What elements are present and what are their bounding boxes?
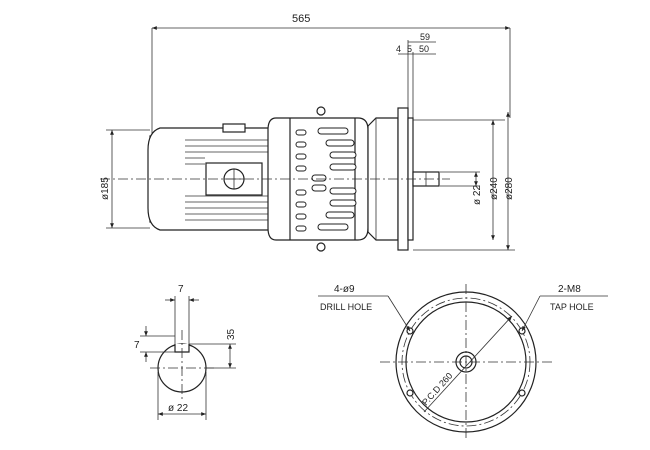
- key-depth-label: 7: [134, 340, 140, 351]
- shaft-dia-end-label: ø 22: [168, 403, 188, 414]
- tap-hole-2: [518, 389, 526, 397]
- motor-dia-label: ø185: [100, 177, 111, 200]
- flange-depth-label: 50: [419, 44, 429, 54]
- gearbox-vents-right: [311, 127, 357, 231]
- drill-hole-label: DRILL HOLE: [320, 302, 372, 312]
- gearbox-vents-left: [295, 129, 307, 232]
- pilot-dia-label: ø240: [489, 177, 500, 200]
- terminal-box-top: [222, 123, 246, 133]
- tap-hole-qty: 2-M8: [558, 284, 581, 295]
- tap-hole-label: TAP HOLE: [550, 302, 594, 312]
- center-shaft-inner: [459, 355, 473, 369]
- flange-total-label: 59: [420, 32, 430, 42]
- lifting-eye-bottom: [316, 242, 326, 252]
- pcd-leader: [423, 315, 513, 413]
- flange-gap-label: 4: [396, 44, 401, 54]
- pcd-label: P.C.D 260: [420, 371, 454, 408]
- flange-mid-label: 5: [407, 44, 412, 54]
- lifting-eye-top: [316, 106, 326, 116]
- shaft-end-view: 7 35 7 ø 22: [134, 284, 237, 420]
- flange-face-view: 4-ø9 DRILL HOLE 2-M8 TAP HOLE P.C.D 260: [318, 284, 608, 440]
- overall-length-label: 565: [292, 13, 310, 25]
- key-width-label: 7: [178, 284, 184, 295]
- shaft-dia-side-label: ø 22: [472, 185, 483, 205]
- flange-dia-label: ø280: [504, 177, 515, 200]
- motor-fins: [185, 139, 270, 221]
- key-height-label: 35: [226, 328, 237, 340]
- center-shaft-circle: [455, 351, 477, 373]
- drill-hole-2: [406, 389, 414, 397]
- drill-hole-qty: 4-ø9: [334, 284, 355, 295]
- side-view: 565 59 4 5 50: [100, 13, 515, 252]
